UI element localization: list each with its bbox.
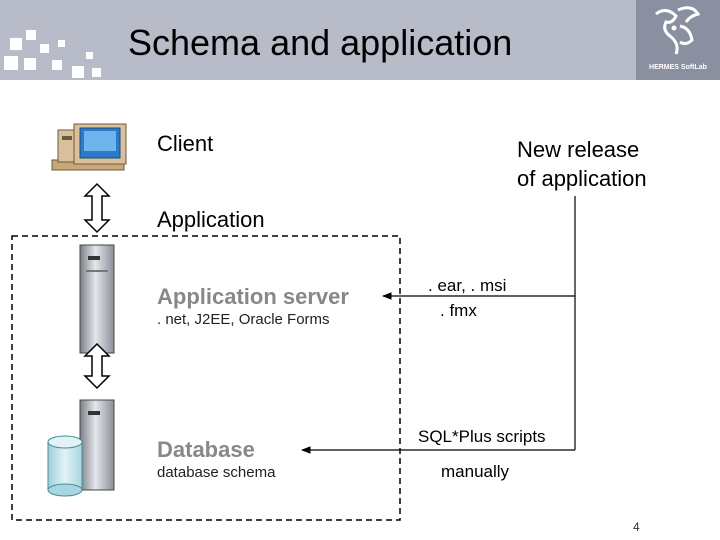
header-decor-square	[26, 30, 36, 40]
database-schema-label: database schema	[157, 464, 276, 481]
app-server-label: Application server	[157, 284, 349, 309]
header-decor-square	[58, 40, 65, 47]
database-server-icon	[79, 399, 115, 491]
header-decor-square	[72, 66, 84, 78]
slide-title: Schema and application	[128, 22, 513, 63]
sql-scripts-label: SQL*Plus scripts	[418, 427, 546, 446]
application-boundary	[11, 235, 401, 521]
database-cylinder-icon	[47, 435, 83, 497]
database-label: Database	[157, 437, 255, 462]
new-release-line-1: New release	[517, 137, 640, 162]
header-decor-square	[4, 56, 18, 70]
deploy-files-label-2: . fmx	[440, 301, 477, 320]
bidirectional-arrow-icon	[83, 342, 111, 390]
new-release-label: New release of application	[517, 135, 647, 193]
deploy-files-label-1: . ear, . msi	[428, 276, 507, 295]
header-decor-square	[24, 58, 36, 70]
client-label: Client	[157, 131, 214, 156]
bidirectional-arrow-icon	[83, 182, 111, 234]
server-tower-icon	[79, 244, 115, 354]
page-number: 4	[633, 520, 640, 534]
manually-label: manually	[441, 462, 510, 481]
new-release-line-2: of application	[517, 166, 647, 191]
logo-text: HERMES SoftLab	[649, 64, 707, 71]
slide-header: Schema and application HERMES SoftLab	[0, 0, 720, 80]
header-decor-square	[10, 38, 22, 50]
header-decor-square	[40, 44, 49, 53]
application-label: Application	[157, 207, 265, 232]
app-server-tech-label: . net, J2EE, Oracle Forms	[157, 311, 330, 328]
header-decor-square	[52, 60, 62, 70]
company-logo: HERMES SoftLab	[636, 0, 720, 80]
computer-icon	[51, 123, 127, 171]
header-decor-square	[86, 52, 93, 59]
hermes-logo-icon	[655, 6, 701, 55]
header-decor-square	[92, 68, 101, 77]
